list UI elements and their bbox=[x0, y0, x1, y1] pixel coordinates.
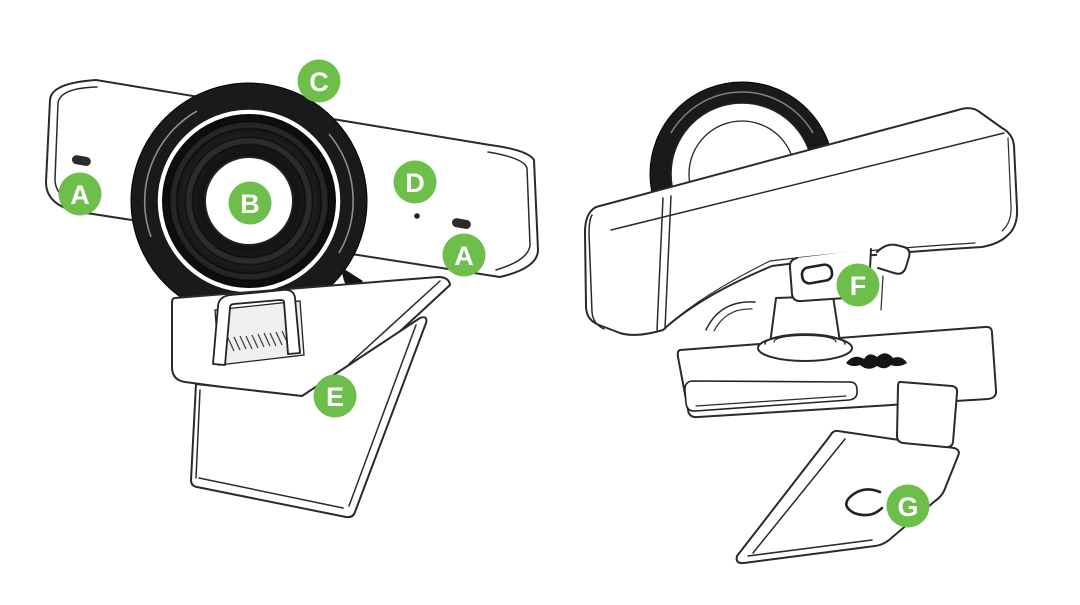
endcap-separator-lines bbox=[656, 195, 672, 331]
mount-latch-tail bbox=[880, 275, 884, 311]
badge-letter: D bbox=[405, 168, 425, 198]
badge-circle bbox=[886, 484, 930, 528]
badge-letter: G bbox=[897, 492, 918, 522]
leg-edge-lines-front bbox=[195, 324, 417, 509]
callout-a-right-badge: A bbox=[442, 233, 486, 277]
microphone-left-mark bbox=[71, 155, 91, 166]
callout-c-badge: C bbox=[297, 59, 341, 103]
badge-circle bbox=[393, 160, 437, 204]
mount-clip-leg-rear bbox=[735, 429, 960, 565]
mesh-texture-sheen bbox=[170, 122, 328, 280]
badge-circle bbox=[442, 233, 486, 277]
badge-circle bbox=[836, 263, 880, 307]
bar-bottom-inner-line bbox=[667, 242, 976, 326]
badge-letter: B bbox=[240, 189, 260, 219]
hinge-slot-hatching bbox=[227, 329, 295, 352]
usb-c-port bbox=[800, 263, 834, 285]
cable-slot-mark bbox=[845, 488, 884, 517]
mesh-texture-rings bbox=[168, 120, 330, 282]
badge-circle bbox=[297, 59, 341, 103]
hinge-tab bbox=[896, 380, 959, 449]
mount-clip-leg-front bbox=[190, 316, 428, 519]
ball-joint-arc2 bbox=[773, 334, 837, 343]
hinge-bracket bbox=[212, 289, 301, 366]
endcap-inset-line bbox=[588, 214, 605, 330]
callout-d-badge: D bbox=[393, 160, 437, 204]
clip-mouth-inner-line bbox=[695, 395, 847, 407]
badge-letter: A bbox=[70, 180, 90, 210]
joint-cover-arc2 bbox=[713, 308, 753, 332]
callout-g-badge: G bbox=[886, 484, 930, 528]
badge-circle bbox=[228, 181, 272, 225]
callout-e-badge: E bbox=[313, 374, 357, 418]
badge-letter: E bbox=[326, 382, 344, 412]
bar-top-front-edge bbox=[610, 132, 1005, 231]
badge-circle bbox=[58, 172, 102, 216]
status-led-dot bbox=[414, 213, 420, 219]
badge-letter: A bbox=[454, 241, 474, 271]
badge-letter: F bbox=[850, 271, 867, 301]
razer-logo-icon bbox=[846, 353, 907, 369]
joint-cover-arc1 bbox=[705, 301, 756, 331]
leg-edge-lines-rear bbox=[747, 438, 873, 557]
ball-joint-arc1 bbox=[764, 333, 846, 345]
right-cap-inner-line bbox=[1001, 137, 1012, 232]
rear-view-illustration bbox=[584, 81, 1019, 565]
badge-circle bbox=[313, 374, 357, 418]
microphone-right-mark bbox=[451, 218, 471, 229]
right-endcap-inner-line bbox=[487, 151, 531, 271]
callout-b-badge: B bbox=[228, 181, 272, 225]
badge-letter: C bbox=[309, 67, 329, 97]
callout-a-left-badge: A bbox=[58, 172, 102, 216]
callout-f-badge: F bbox=[836, 263, 880, 307]
mount-latch bbox=[876, 243, 911, 275]
clip-arm-inner-line bbox=[348, 280, 441, 365]
ring-highlight-right bbox=[328, 133, 354, 254]
callout-badges: A B C D A E F bbox=[58, 59, 930, 528]
ring-highlight-left bbox=[143, 110, 198, 238]
front-view-illustration bbox=[45, 79, 539, 519]
ring-rear-highlight bbox=[670, 91, 814, 134]
